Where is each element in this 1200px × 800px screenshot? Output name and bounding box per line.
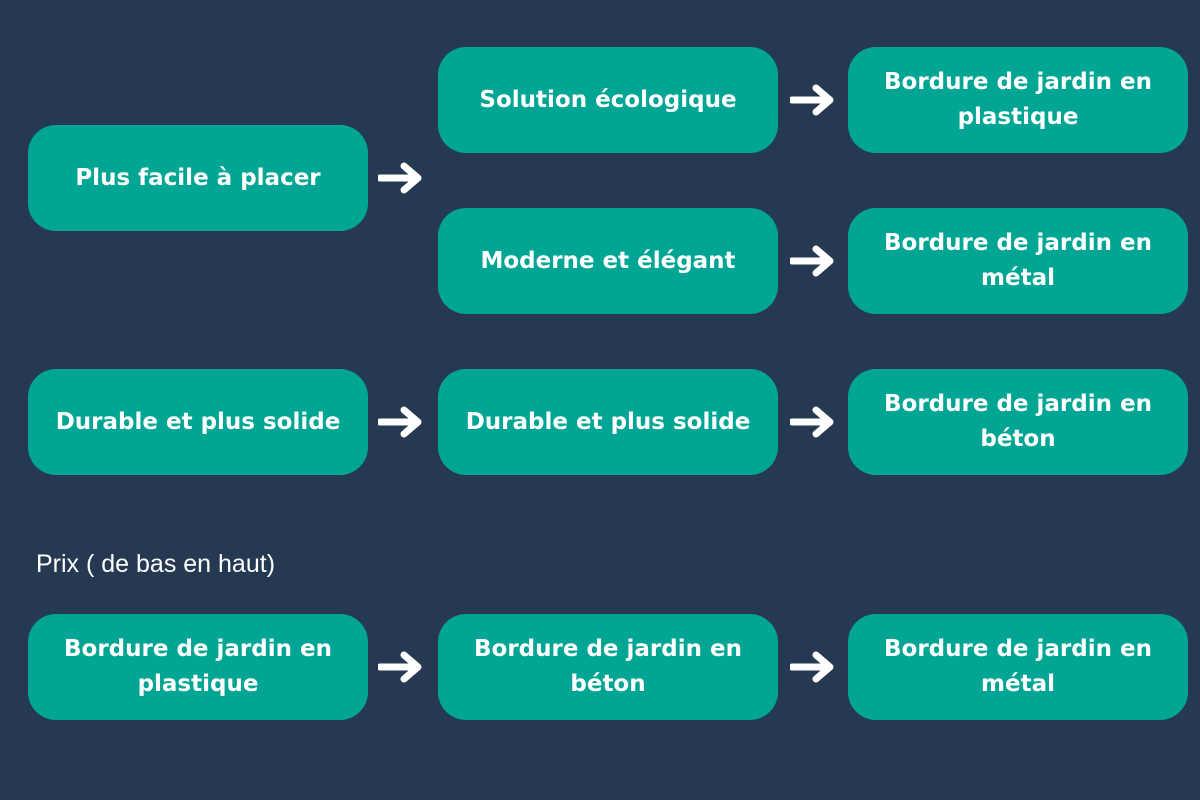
box-label: Bordure de jardin en métal [884,230,1152,291]
box-label: Plus facile à placer [75,164,321,191]
box-label: Solution écologique [479,86,737,113]
box-label: Bordure de jardin en plastique [884,69,1152,130]
arrow-right-icon [790,649,838,685]
box-price-plastique: Bordure de jardin en plastique [28,614,368,720]
box-bordure-beton: Bordure de jardin en béton [848,369,1188,475]
box-plus-facile-a-placer: Plus facile à placer [28,125,368,231]
box-bordure-metal: Bordure de jardin en métal [848,208,1188,314]
arrow-right-icon [378,404,426,440]
box-price-beton: Bordure de jardin en béton [438,614,778,720]
arrow-right-icon [790,243,838,279]
box-label: Bordure de jardin en plastique [64,636,332,697]
box-durable-et-plus-solide-left: Durable et plus solide [28,369,368,475]
box-bordure-plastique: Bordure de jardin en plastique [848,47,1188,153]
box-label: Durable et plus solide [465,408,751,435]
box-durable-et-plus-solide-middle: Durable et plus solide [438,369,778,475]
arrow-right-icon [790,82,838,118]
arrow-right-icon [378,649,426,685]
box-label: Bordure de jardin en métal [884,636,1152,697]
box-label: Bordure de jardin en béton [884,391,1152,452]
box-price-metal: Bordure de jardin en métal [848,614,1188,720]
box-label: Durable et plus solide [55,408,341,435]
arrow-right-icon [790,404,838,440]
arrow-right-icon [378,160,426,196]
price-caption: Prix ( de bas en haut) [36,550,276,578]
box-label: Bordure de jardin en béton [474,636,742,697]
box-moderne-et-elegant: Moderne et élégant [438,208,778,314]
box-label: Moderne et élégant [480,247,736,274]
box-solution-ecologique: Solution écologique [438,47,778,153]
